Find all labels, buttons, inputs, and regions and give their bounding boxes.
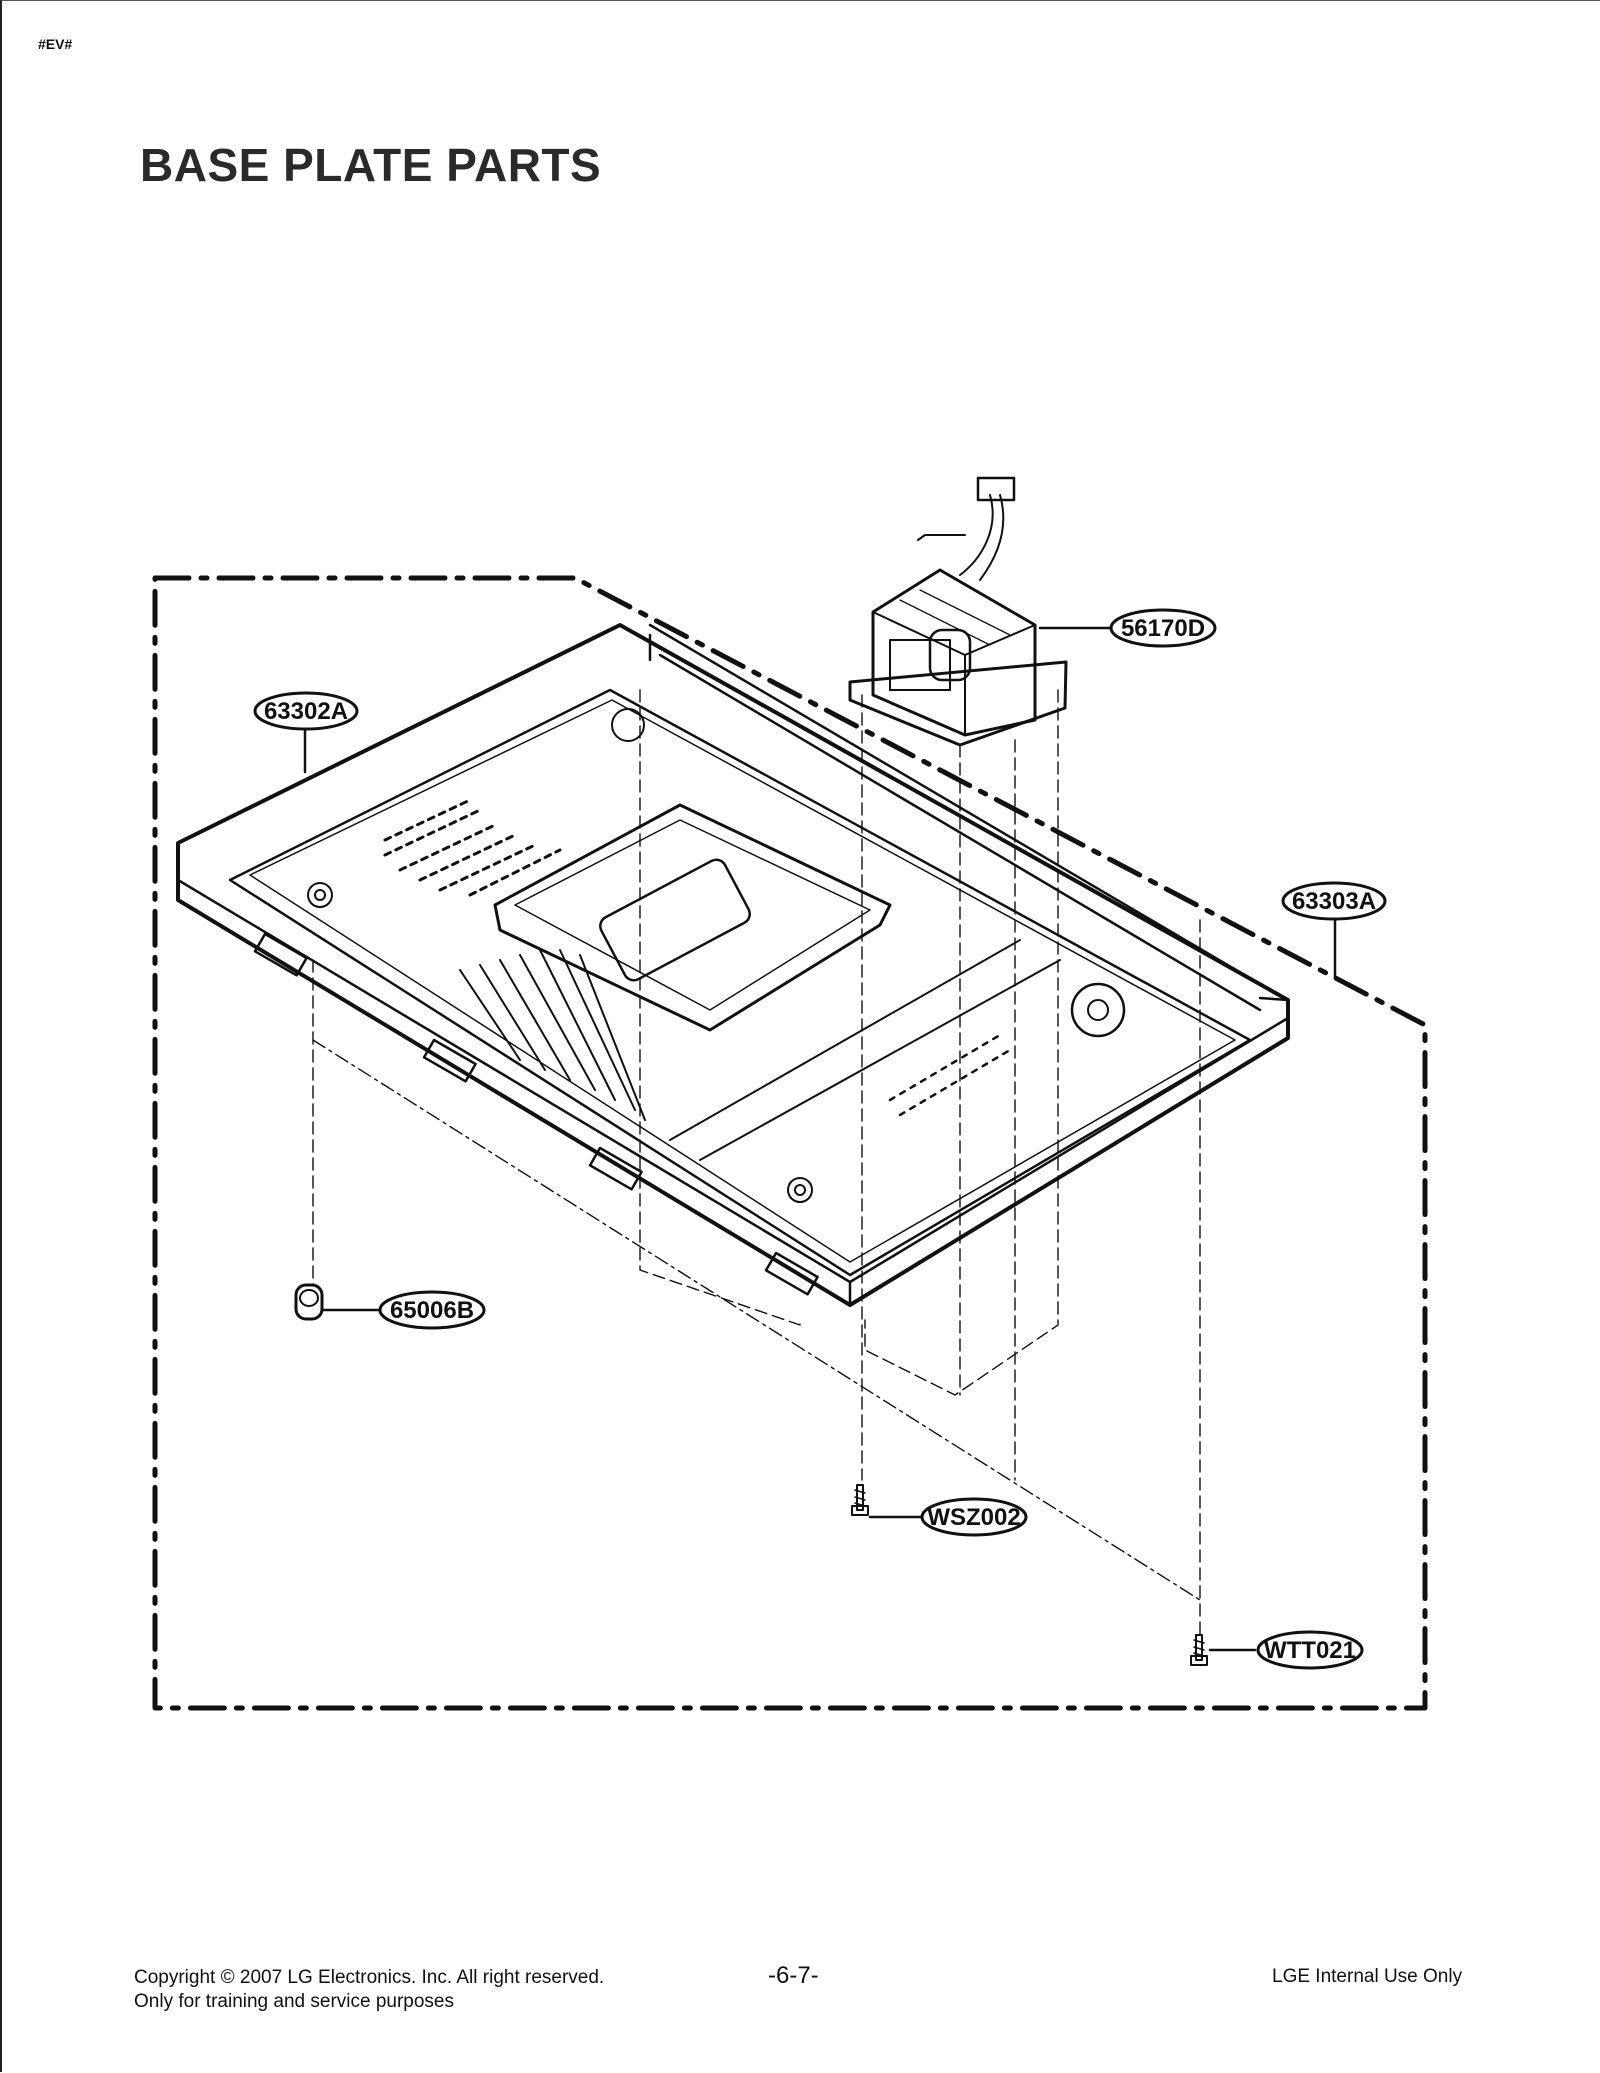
callout-leaders: [303, 626, 1337, 1652]
base-plate: [176, 623, 1290, 1307]
callout-WTT021: WTT021: [1264, 1637, 1356, 1664]
page-number: -6-7-: [768, 1962, 819, 1989]
callout-ovals: [253, 608, 1387, 1670]
document-code: #EV#: [38, 36, 73, 52]
screw-wsz002: [851, 1484, 869, 1516]
screw-wtt021: [1190, 1634, 1208, 1666]
high-voltage-transformer: [848, 476, 1068, 747]
callout-65006B: 65006B: [390, 1297, 474, 1324]
footer-purpose: Only for training and service purposes: [134, 1991, 454, 2012]
callout-labels: 63302A 56170D 63303A 65006B WSZ002 WTT02…: [264, 615, 1376, 1664]
page-title: BASE PLATE PARTS: [140, 139, 602, 191]
callout-56170D: 56170D: [1121, 615, 1205, 642]
rubber-foot: [294, 1283, 324, 1321]
assembly-guide-lines: [312, 689, 1201, 1636]
callout-63303A: 63303A: [1292, 888, 1376, 915]
assembly-boundary-frame: [152, 575, 1428, 1711]
footer-usage-note: LGE Internal Use Only: [1272, 1966, 1463, 1987]
footer-copyright-block: Copyright © 2007 LG Electronics. Inc. Al…: [134, 1966, 604, 2014]
callout-63302A: 63302A: [264, 698, 348, 725]
callout-WSZ002: WSZ002: [927, 1504, 1020, 1531]
footer-copyright: Copyright © 2007 LG Electronics. Inc. Al…: [134, 1967, 605, 1988]
